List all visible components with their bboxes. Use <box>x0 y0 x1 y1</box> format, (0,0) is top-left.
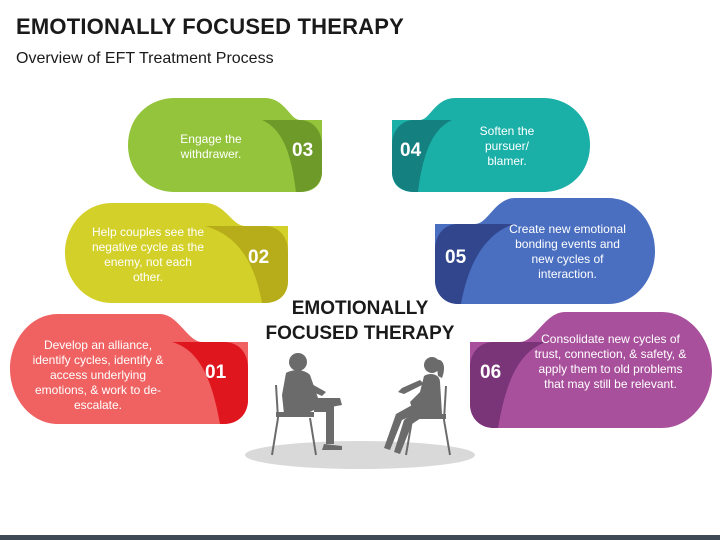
step-04-number: 04 <box>400 140 422 161</box>
step-02-number: 02 <box>248 247 270 268</box>
step-05-shape <box>435 198 655 304</box>
page-title: EMOTIONALLY FOCUSED THERAPY <box>16 14 404 39</box>
center-title-line2: FOCUSED THERAPY <box>265 323 455 344</box>
step-06-shape <box>470 312 712 428</box>
step-06-text: Consolidate new cycles of trust, connect… <box>534 332 687 391</box>
page-subtitle: Overview of EFT Treatment Process <box>16 50 274 67</box>
step-01-number: 01 <box>205 362 227 383</box>
step-03-text: Engage the withdrawer. <box>180 132 242 161</box>
step-02-shape <box>65 203 288 303</box>
center-title-line1: EMOTIONALLY <box>291 298 429 319</box>
center-title: EMOTIONALLY FOCUSED THERAPY <box>255 296 465 346</box>
step-04-text: Soften the pursuer/ blamer. <box>479 124 535 168</box>
step-06-number: 06 <box>480 362 502 383</box>
people-silhouette <box>271 353 451 456</box>
step-05-number: 05 <box>445 247 467 268</box>
step-04-shape <box>392 98 590 192</box>
step-03-number: 03 <box>292 140 314 161</box>
step-01-text: Develop an alliance, identify cycles, id… <box>32 338 164 412</box>
step-01-shape <box>10 314 248 424</box>
step-05-text: Create new emotional bonding events and … <box>509 222 626 281</box>
floor-ellipse <box>245 441 475 469</box>
step-03-shape <box>128 98 322 192</box>
bottom-bar <box>0 535 720 540</box>
step-02-text: Help couples see the negative cycle as t… <box>91 225 205 284</box>
